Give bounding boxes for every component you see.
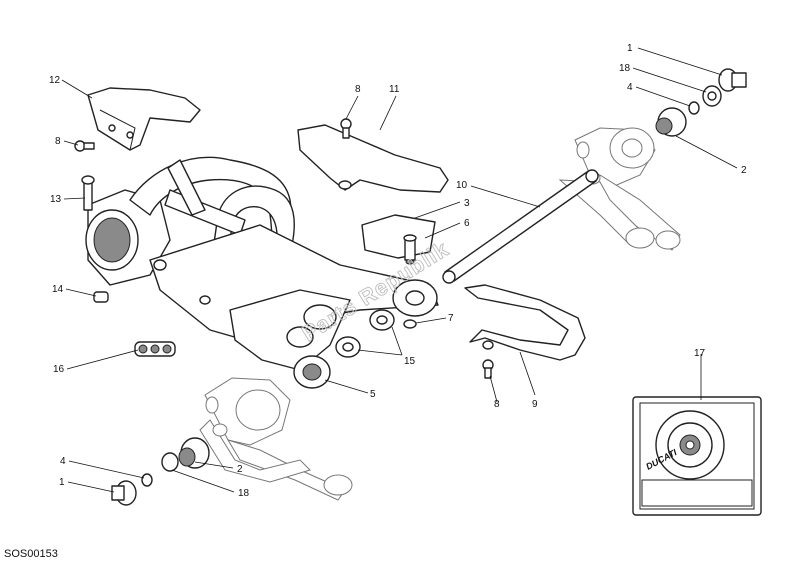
- screw-part-8-top: [340, 118, 352, 139]
- callout-8-left: 8: [55, 136, 61, 147]
- ring-part-4-lower: [141, 473, 153, 487]
- callout-1-upper: 1: [627, 43, 633, 54]
- washer-part-18-lower: [161, 452, 179, 472]
- chain-slider-part-9: [464, 284, 586, 361]
- washer-part-18-upper: [702, 85, 722, 107]
- screw-part-8-bottom: [482, 359, 494, 379]
- callout-2-lower: 2: [237, 464, 243, 475]
- bearing-part-2-lower: [178, 437, 210, 469]
- callout-labels: 1 18 4 2 12 8 13 14 16 4 1 2 18 8 11 10 …: [49, 43, 747, 499]
- bolt-part-1-upper: [718, 68, 747, 92]
- plate-part-3: [361, 214, 436, 259]
- pivot-shaft-part-10: [442, 169, 599, 284]
- callout-8-top: 8: [355, 84, 361, 95]
- callout-14: 14: [52, 284, 64, 295]
- chain-link-part-16: [134, 341, 176, 357]
- diagram-code: SOS00153: [4, 548, 58, 560]
- callout-10: 10: [456, 180, 468, 191]
- callout-18-lower: 18: [238, 488, 250, 499]
- callout-12: 12: [49, 75, 61, 86]
- bolt-part-1-lower: [111, 480, 137, 506]
- callout-13: 13: [50, 194, 62, 205]
- callout-5: 5: [370, 389, 376, 400]
- callout-6: 6: [464, 218, 470, 229]
- washers-part-15: [335, 309, 395, 358]
- callout-3: 3: [464, 198, 470, 209]
- leader-lines: [61, 47, 738, 493]
- bearing-part-2-upper: [655, 107, 687, 137]
- callout-11: 11: [389, 84, 400, 95]
- callout-4-lower: 4: [60, 456, 66, 467]
- callout-4-upper: 4: [627, 82, 633, 93]
- callout-1-lower: 1: [59, 477, 65, 488]
- callout-18-upper: 18: [619, 63, 631, 74]
- chain-guard-part-12: [87, 87, 201, 151]
- screw-part-6: [403, 234, 417, 265]
- callout-7: 7: [448, 313, 454, 324]
- callout-16: 16: [53, 364, 65, 375]
- callout-2-upper: 2: [741, 165, 747, 176]
- ring-part-4-upper: [688, 101, 700, 115]
- chain-slider-part-11: [297, 124, 449, 193]
- swingarm: [85, 156, 439, 389]
- nut-part-7: [403, 319, 417, 329]
- callout-8-bottom: 8: [494, 399, 500, 410]
- sprocket-kit-part-17: [632, 396, 762, 516]
- callout-15: 15: [404, 356, 416, 367]
- callout-9: 9: [532, 399, 538, 410]
- callout-17: 17: [694, 348, 706, 359]
- bolt-part-13: [81, 175, 95, 211]
- screw-part-8-left: [74, 140, 95, 152]
- rear-linkage-ghost-lower: [199, 377, 353, 501]
- grommet-part-14: [93, 291, 109, 303]
